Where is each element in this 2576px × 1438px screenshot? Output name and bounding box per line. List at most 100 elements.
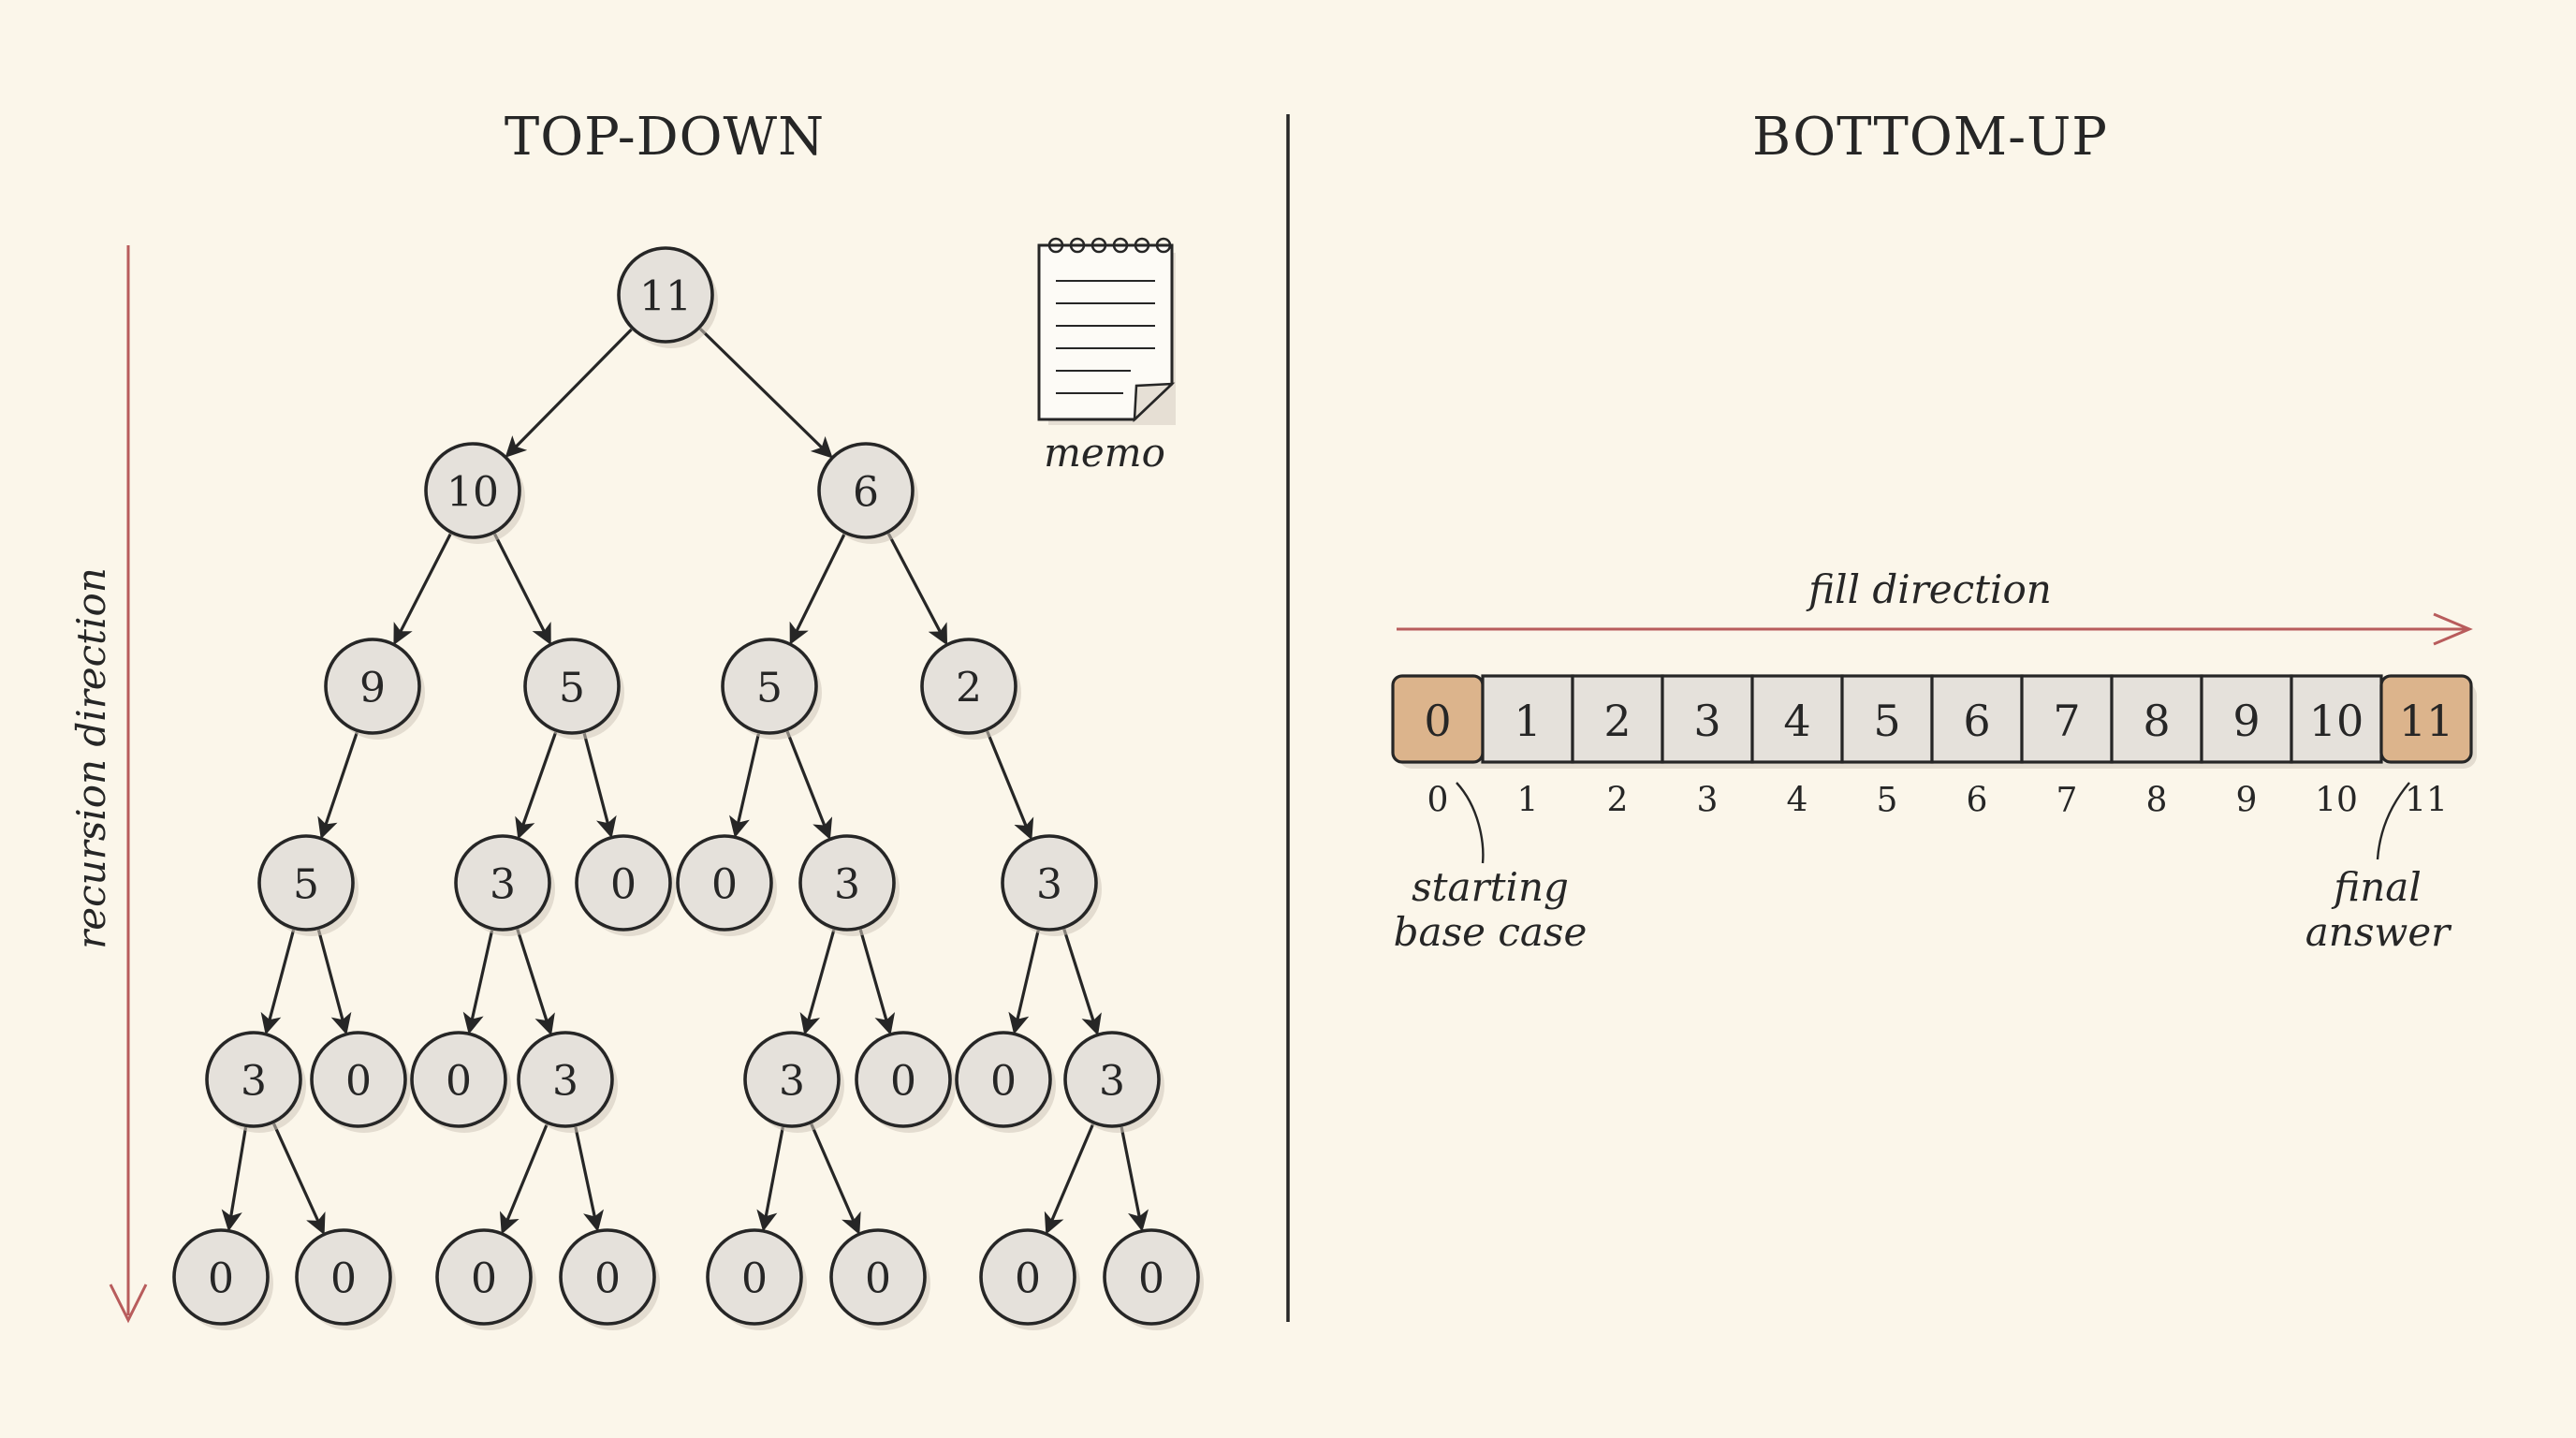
tree-edge — [493, 533, 551, 646]
tree-node-label: 6 — [853, 469, 879, 517]
tree-edge — [699, 328, 833, 459]
tree-node-label: 3 — [490, 861, 516, 909]
tree-edge — [499, 1123, 549, 1235]
dp-cell-value: 3 — [1693, 696, 1720, 746]
tree-node-circle — [517, 1031, 614, 1128]
dp-cell — [2200, 674, 2293, 764]
tree-node: 0 — [979, 1228, 1080, 1330]
tree-node-circle — [324, 638, 421, 735]
tree-node: 3 — [454, 834, 555, 936]
tree-node-circle — [676, 834, 773, 932]
tree-node-circle — [855, 1031, 952, 1128]
tree-node: 11 — [617, 246, 718, 348]
tree-edge — [756, 1126, 784, 1232]
dp-cell-value: 8 — [2143, 696, 2170, 746]
tree-node: 0 — [955, 1031, 1056, 1133]
tree-node-circle — [454, 834, 551, 932]
tree-edge — [986, 730, 1034, 841]
tree-node-label: 0 — [1138, 1255, 1164, 1303]
tree-node-circle — [435, 1228, 533, 1326]
tree-node: 0 — [172, 1228, 273, 1330]
tree-node: 0 — [410, 1031, 511, 1133]
tree-node-circle — [706, 1228, 803, 1326]
dp-cell — [2110, 674, 2203, 764]
tree-edge — [1008, 930, 1040, 1035]
tree-node-label: 5 — [559, 665, 585, 712]
tree-node-label: 3 — [552, 1058, 578, 1106]
tree-edge — [462, 930, 494, 1034]
tree-edge — [272, 1123, 326, 1236]
dp-cell — [1840, 674, 1934, 764]
tree-edge — [785, 730, 833, 841]
dp-cell — [1661, 674, 1754, 764]
tree-node-circle — [295, 1228, 392, 1326]
tree-edge — [1044, 1123, 1095, 1235]
dp-cell — [1750, 674, 1844, 764]
tree-node: 3 — [1001, 834, 1102, 936]
tree-edge — [799, 929, 836, 1035]
tree-edge — [516, 929, 555, 1036]
dp-index-label: 7 — [2056, 782, 2078, 820]
dp-index-label: 0 — [1427, 782, 1449, 820]
tree-node-circle — [1063, 1031, 1161, 1128]
tree-node-circle — [743, 1031, 841, 1128]
tree-edge — [729, 733, 760, 838]
tree-edge — [574, 1126, 605, 1232]
tree-node: 5 — [523, 638, 624, 740]
tree-node-circle — [424, 442, 521, 539]
tree-node: 10 — [424, 442, 525, 544]
tree-node: 0 — [559, 1228, 660, 1330]
tree-edge — [221, 1127, 248, 1232]
recursion-arrowhead — [109, 1284, 148, 1324]
start-label-line2: base case — [1394, 909, 1588, 955]
dp-index-label: 5 — [1877, 782, 1898, 820]
tree-node: 2 — [920, 638, 1021, 740]
tree-node-circle — [310, 1031, 407, 1128]
tree-node-circle — [205, 1031, 302, 1128]
tree-node-label: 0 — [208, 1255, 234, 1303]
dp-cell-value: 1 — [1514, 696, 1541, 746]
tree-node-circle — [257, 834, 355, 932]
tree-node-label: 0 — [345, 1058, 372, 1106]
tree-edge — [317, 731, 359, 840]
dp-index-label: 8 — [2146, 782, 2168, 820]
tree-edge — [810, 1123, 861, 1235]
fill-direction-label: fill direction — [1806, 566, 2052, 612]
notepad-icon — [1037, 237, 1176, 425]
tree-edge — [393, 533, 452, 646]
tree-node-label: 0 — [446, 1058, 472, 1106]
tree-node-label: 10 — [446, 469, 499, 517]
tree-node-label: 11 — [639, 273, 692, 321]
tree-node: 0 — [575, 834, 676, 936]
tree-edge — [858, 929, 896, 1035]
tree-edges — [221, 328, 1149, 1236]
top-down-title: TOP-DOWN — [505, 107, 825, 168]
bottom-up-title: BOTTOM-UP — [1752, 107, 2108, 168]
start-label-line1: starting — [1412, 864, 1569, 910]
tree-node: 0 — [310, 1031, 411, 1133]
tree-node: 0 — [829, 1228, 930, 1330]
tree-edge — [505, 328, 633, 458]
tree-node: 0 — [706, 1228, 807, 1330]
tree-node: 0 — [855, 1031, 956, 1133]
dp-index-label: 3 — [1697, 782, 1719, 820]
tree-node-circle — [920, 638, 1017, 735]
tree-node-label: 0 — [865, 1255, 891, 1303]
tree-node-label: 0 — [890, 1058, 916, 1106]
tree-node-label: 0 — [711, 861, 738, 909]
tree-node: 3 — [798, 834, 900, 936]
tree-node-circle — [617, 246, 714, 344]
tree-node-circle — [817, 442, 915, 539]
tree-node-circle — [523, 638, 621, 735]
dp-index-label: 11 — [2405, 782, 2448, 820]
tree-node-circle — [979, 1228, 1076, 1326]
final-label-line1: final — [2331, 864, 2422, 910]
tree-node-label: 3 — [1036, 861, 1062, 909]
start-callout-line — [1456, 782, 1485, 864]
memo-label: memo — [1044, 430, 1165, 476]
tree-node: 3 — [205, 1031, 306, 1133]
recursion-direction-label: recursion direction — [68, 567, 114, 949]
tree-node-circle — [1103, 1228, 1200, 1326]
tree-node-label: 0 — [1015, 1255, 1041, 1303]
